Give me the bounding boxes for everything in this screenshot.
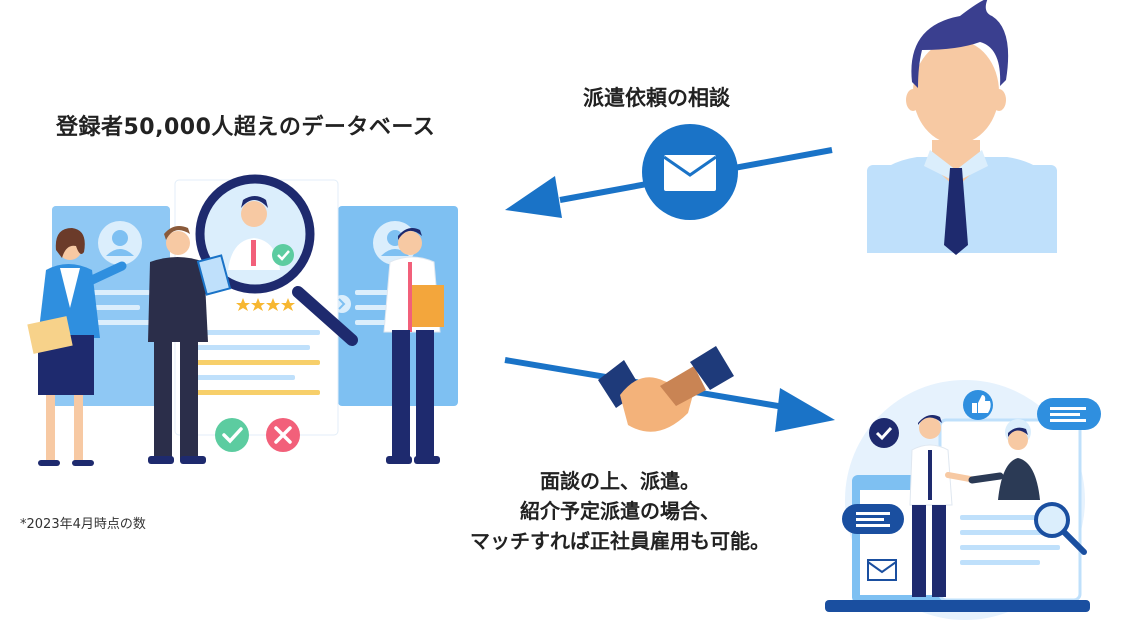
chat-bubble-icon xyxy=(1037,398,1101,430)
result-description: 面談の上、派遣。 紹介予定派遣の場合、 マッチすれば正社員雇用も可能。 xyxy=(450,466,790,556)
chat-bubble-icon xyxy=(842,504,904,534)
consultation-label: 派遣依頼の相談 xyxy=(583,86,730,110)
person-man-folder xyxy=(383,228,444,464)
database-title: 登録者50,000人超えのデータベース xyxy=(56,115,436,140)
client-person xyxy=(867,0,1057,255)
request-arrow xyxy=(505,124,833,220)
check-icon xyxy=(272,244,294,266)
star-icon xyxy=(251,298,265,311)
result-line-1: 面談の上、派遣。 xyxy=(540,469,700,493)
result-line-3: マッチすれば正社員雇用も可能。 xyxy=(470,529,770,553)
person-man-clipboard xyxy=(148,226,232,464)
check-icon xyxy=(215,418,249,452)
star-rating xyxy=(236,298,295,311)
check-icon xyxy=(869,418,899,448)
star-icon xyxy=(236,298,250,311)
magnifier-icon xyxy=(195,174,358,346)
person-woman xyxy=(27,228,127,466)
candidate-database-illustration xyxy=(27,174,458,466)
star-icon xyxy=(266,298,280,311)
star-icon xyxy=(281,298,295,311)
magnifier-icon xyxy=(1034,502,1087,555)
dispatch-arrow xyxy=(504,346,835,432)
footnote: *2023年4月時点の数 xyxy=(20,517,146,532)
handshake-icon xyxy=(598,346,734,432)
envelope-icon xyxy=(867,559,897,581)
result-line-2: 紹介予定派遣の場合、 xyxy=(520,499,720,523)
meeting-illustration xyxy=(825,380,1101,620)
